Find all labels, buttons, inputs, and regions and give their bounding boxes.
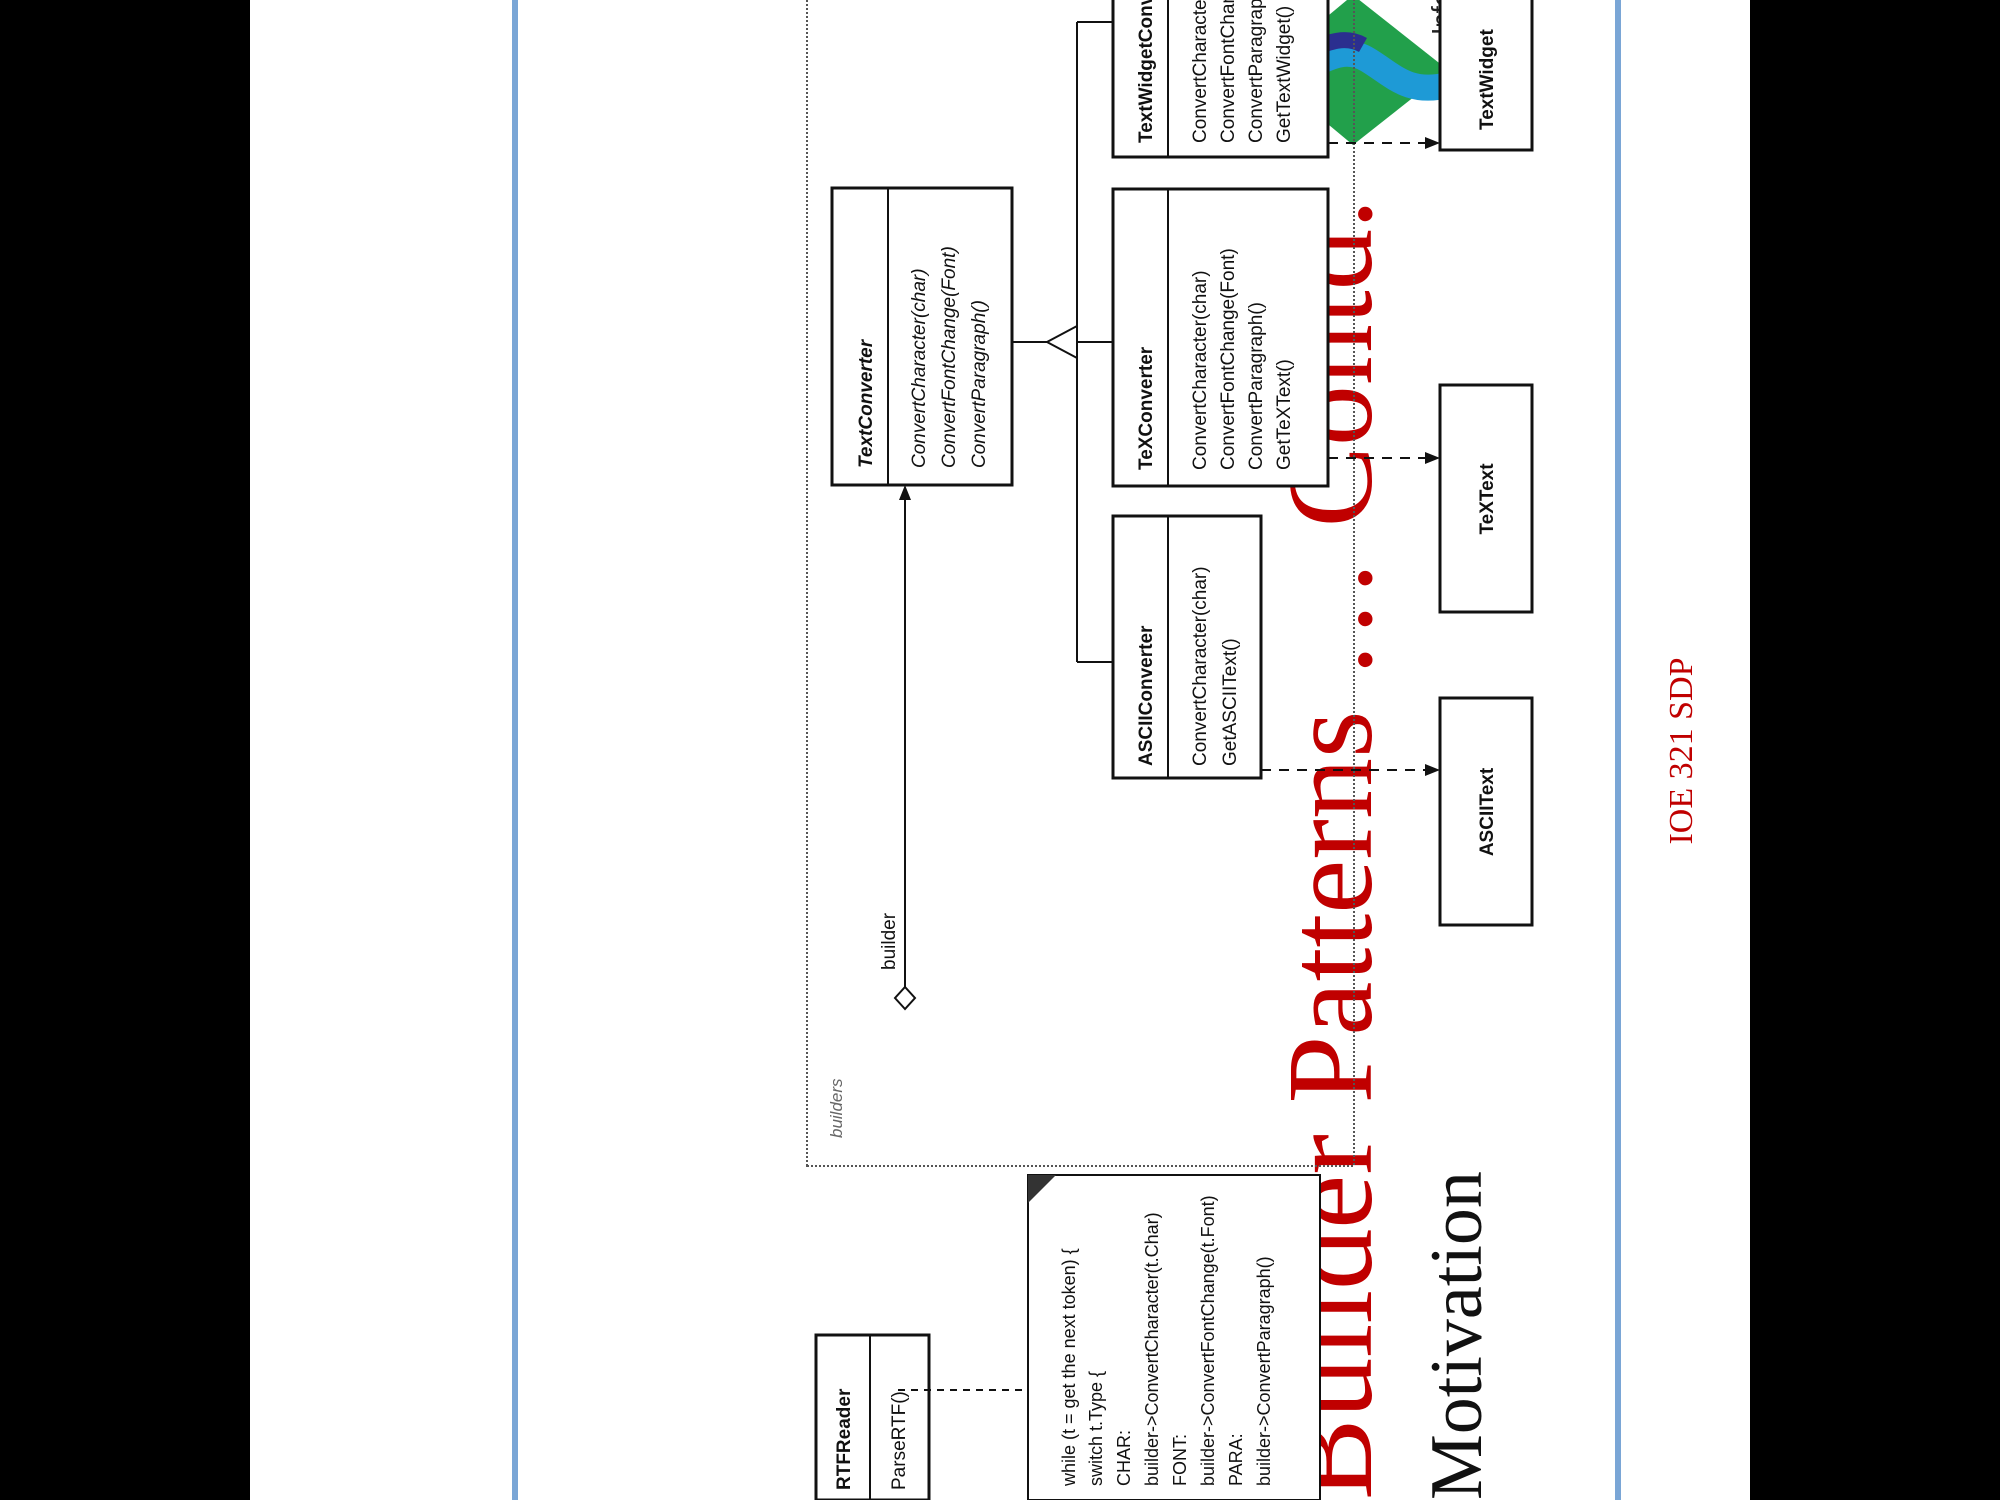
text-converter-op-1: ConvertCharacter(char)	[909, 268, 930, 468]
note-line-4: builder->ConvertCharacter(t.Char)	[1142, 1212, 1162, 1486]
widget-converter-op-1: ConvertCharacter(char)	[1190, 0, 1211, 143]
package-label: builders	[827, 1078, 846, 1138]
builders-package-frame	[806, 0, 1355, 1167]
slide-canvas: Builder Patterns … Contd. Motivation IOE…	[250, 0, 1750, 1500]
widget-converter-name: TextWidgetConverter	[1136, 0, 1157, 143]
parse-note: while (t = get the next token) { switch …	[898, 1174, 1321, 1500]
rtf-reader-name: RTFReader	[834, 1388, 855, 1490]
widget-converter-op-4: GetTextWidget()	[1274, 6, 1295, 143]
aggregation-diamond	[893, 985, 917, 1011]
ascii-text-label: ASCIIText	[1477, 767, 1498, 856]
tex-text-label: TeXText	[1477, 463, 1498, 535]
tex-text-product: TeXText	[1438, 383, 1534, 614]
tex-converter-class: TeXConverter ConvertCharacter(char) Conv…	[1111, 187, 1330, 488]
tex-converter-op-3: ConvertParagraph()	[1246, 302, 1267, 470]
tex-converter-name: TeXConverter	[1136, 346, 1157, 470]
widget-converter-op-3: ConvertParagraph()	[1246, 0, 1267, 143]
note-line-5: FONT:	[1170, 1434, 1190, 1486]
rtf-reader-op: ParseRTF()	[889, 1391, 910, 1490]
association-arrow	[899, 485, 911, 500]
tex-converter-op-2: ConvertFontChange(Font)	[1218, 248, 1239, 470]
ascii-converter-op-1: ConvertCharacter(char)	[1190, 566, 1211, 766]
note-line-8: builder->ConvertParagraph()	[1254, 1256, 1274, 1486]
text-converter-op-2: ConvertFontChange(Font)	[939, 246, 960, 468]
note-line-3: CHAR:	[1114, 1430, 1134, 1486]
tex-converter-op-1: ConvertCharacter(char)	[1190, 270, 1211, 470]
ascii-converter-class: ASCIIConverter ConvertCharacter(char) Ge…	[1111, 514, 1263, 780]
builder-role-label: builder	[879, 912, 900, 970]
text-widget-converter-class: TextWidgetConverter ConvertCharacter(cha…	[1111, 0, 1330, 159]
ascii-converter-op-2: GetASCIIText()	[1220, 638, 1241, 766]
left-rule	[512, 0, 518, 1500]
note-line-7: PARA:	[1226, 1433, 1246, 1486]
ascii-text-product: ASCIIText	[1438, 696, 1534, 927]
text-converter-op-3: ConvertParagraph()	[969, 300, 990, 468]
right-rule	[1615, 0, 1621, 1500]
text-converter-name: TextConverter	[856, 338, 877, 468]
text-widget-product: TextWidget	[1438, 0, 1534, 152]
rtf-reader-class: RTFReader ParseRTF()	[814, 1333, 931, 1500]
text-widget-label: TextWidget	[1477, 29, 1498, 130]
text-converter-class: TextConverter ConvertCharacter(char) Con…	[830, 186, 1014, 487]
note-line-2: switch t.Type {	[1086, 1371, 1106, 1486]
note-line-1: while (t = get the next token) {	[1059, 1248, 1079, 1487]
ascii-converter-name: ASCIIConverter	[1136, 625, 1157, 766]
inheritance-triangle	[1044, 324, 1078, 360]
widget-converter-op-2: ConvertFontChange(Font)	[1218, 0, 1239, 143]
uml-diagram: builders RTFReader ParseRTF() builder	[806, 0, 1534, 1500]
rotated-slide: Builder Patterns … Contd. Motivation IOE…	[250, 0, 1750, 1500]
tex-converter-op-4: GetTeXText()	[1274, 359, 1295, 470]
note-line-6: builder->ConvertFontChange(t.Font)	[1198, 1195, 1218, 1486]
